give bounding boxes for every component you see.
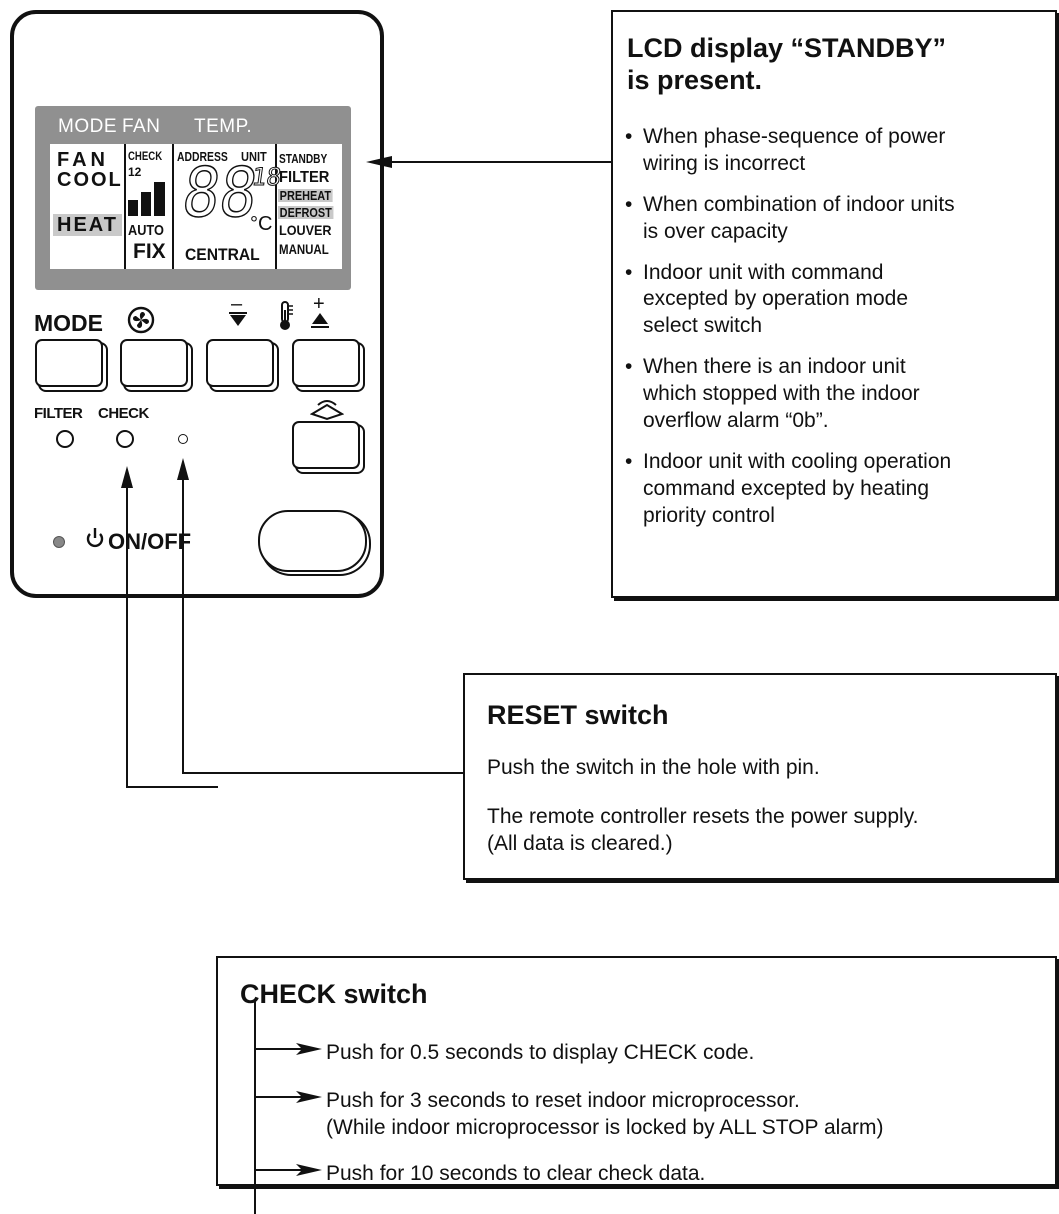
lcd-mode-fan: FAN <box>57 149 109 171</box>
temp-up-arrow-icon <box>311 313 329 328</box>
standby-title-line1: LCD display “STANDBY” <box>627 33 947 63</box>
check-item-2-note: (While indoor microprocessor is locked b… <box>326 1116 884 1139</box>
fan-button[interactable] <box>120 339 188 387</box>
reset-leader-vertical <box>182 471 184 774</box>
check-title: CHECK switch <box>240 979 428 1009</box>
standby-leader-line <box>390 161 613 163</box>
reset-hole[interactable] <box>178 434 188 444</box>
check-item-2: Push for 3 seconds to reset indoor micro… <box>326 1089 800 1112</box>
check-item-3: Push for 10 seconds to clear check data. <box>326 1162 706 1185</box>
arrow-right-icon <box>296 1164 322 1176</box>
check-leader-vertical-end <box>126 782 128 788</box>
standby-arrow-icon <box>366 156 392 168</box>
lcd-fix: FIX <box>133 240 166 263</box>
lcd-unit-digits: 18 <box>250 163 284 192</box>
lcd-mode-heat: HEAT <box>53 214 122 236</box>
reset-line3: (All data is cleared.) <box>487 832 673 855</box>
lcd-mode-cool: COOL <box>57 169 123 191</box>
check-label: CHECK <box>98 405 149 422</box>
reset-arrow-icon <box>177 458 189 480</box>
temp-down-button[interactable] <box>206 339 274 387</box>
lcd-temp-label: TEMP. <box>194 116 253 137</box>
onoff-button[interactable] <box>258 510 367 572</box>
lcd-divider <box>172 144 174 269</box>
mode-button-label: MODE <box>34 310 103 336</box>
lcd-status-manual: MANUAL <box>279 241 329 257</box>
mode-button[interactable] <box>35 339 103 387</box>
thermometer-icon <box>280 301 293 330</box>
check-bracket-branch-3 <box>254 1169 304 1171</box>
temp-up-button[interactable] <box>292 339 360 387</box>
lcd-divider <box>124 144 126 269</box>
lcd-mode-label: MODE <box>58 116 117 137</box>
reset-leader-horizontal <box>182 772 465 774</box>
fan-icon <box>127 306 155 334</box>
lcd-check: CHECK <box>128 149 163 163</box>
fan-bars-icon <box>128 182 165 216</box>
standby-title-line2: is present. <box>627 65 763 96</box>
check-leader-horizontal <box>126 786 218 788</box>
reset-callout: RESET switch Push the switch in the hole… <box>463 673 1057 880</box>
louver-icon <box>310 400 344 421</box>
check-callout: CHECK switch Push for 0.5 seconds to dis… <box>216 956 1057 1186</box>
standby-condition-item: Indoor unit with cooling operationcomman… <box>625 449 1055 530</box>
lcd-fan-label: FAN <box>122 116 161 137</box>
lcd-auto: AUTO <box>128 222 164 239</box>
lcd-fan-level: 12 <box>128 165 142 179</box>
check-bracket-vertical <box>254 1000 256 1214</box>
check-button[interactable] <box>116 430 134 448</box>
check-bracket-branch-1 <box>254 1048 304 1050</box>
arrow-right-icon <box>296 1091 322 1103</box>
lcd-divider <box>275 144 277 269</box>
lcd-temp-digits: 88 <box>177 153 262 233</box>
minus-label: – <box>231 293 243 315</box>
onoff-label: ON/OFF <box>108 529 192 554</box>
operation-lamp <box>53 536 65 548</box>
arrow-right-icon <box>296 1043 322 1055</box>
check-item-1: Push for 0.5 seconds to display CHECK co… <box>326 1041 755 1064</box>
louver-button[interactable] <box>292 421 360 469</box>
power-icon <box>86 528 104 548</box>
reset-title: RESET switch <box>487 700 669 730</box>
filter-button[interactable] <box>56 430 74 448</box>
lcd-status-defrost: DEFROST <box>278 205 334 220</box>
temp-down-arrow-icon <box>229 312 247 326</box>
plus-label: + <box>313 293 325 315</box>
standby-callout: LCD display “STANDBY” is present. When p… <box>611 10 1057 598</box>
lcd-address: ADDRESS <box>177 149 228 164</box>
reset-line1: Push the switch in the hole with pin. <box>487 756 820 779</box>
lcd-status-louver: LOUVER <box>279 222 332 238</box>
lcd-central: CENTRAL <box>185 245 260 264</box>
standby-title: LCD display “STANDBY” is present. <box>627 32 946 97</box>
lcd-status-preheat: PREHEAT <box>278 188 333 203</box>
check-leader-vertical <box>126 482 128 784</box>
check-arrow-icon <box>121 466 133 488</box>
lcd-celsius: °C <box>250 213 273 235</box>
lcd-unit: UNIT <box>241 149 267 164</box>
reset-line2: The remote controller resets the power s… <box>487 805 919 828</box>
lcd-status-filter: FILTER <box>279 169 330 186</box>
lcd-status-standby: STANDBY <box>279 151 328 166</box>
check-bracket-branch-2 <box>254 1096 304 1098</box>
filter-label: FILTER <box>34 405 83 422</box>
